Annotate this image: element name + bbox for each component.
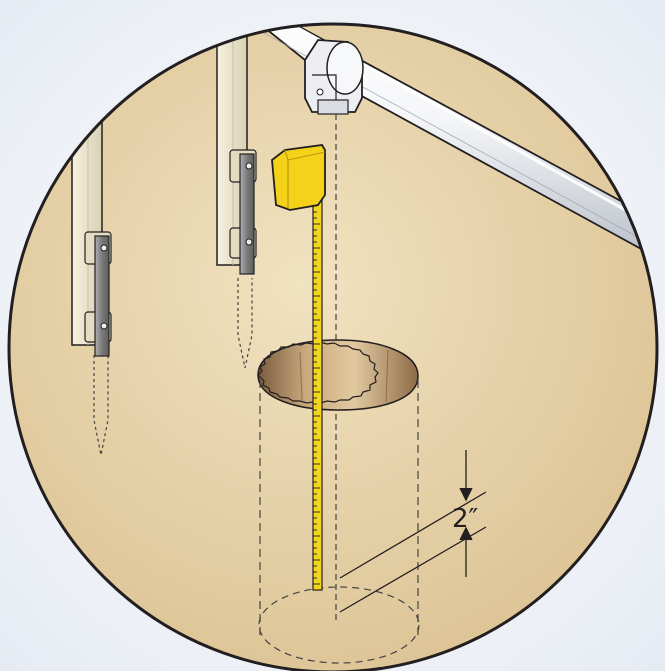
dimension-label: 2″ (452, 504, 479, 534)
ultrasonic-sensor-icon (271, 144, 326, 211)
middle-spike (237, 278, 253, 369)
dimension-arrows-icon (339, 450, 487, 613)
tee-fitting-icon (304, 39, 364, 115)
left-spike (93, 355, 109, 456)
left-bracket (84, 231, 112, 357)
measuring-tape-icon (312, 194, 323, 591)
hole-icon (257, 339, 419, 411)
circle-outline (7, 22, 659, 671)
middle-bracket (229, 149, 257, 275)
hole-bottom (258, 586, 420, 664)
